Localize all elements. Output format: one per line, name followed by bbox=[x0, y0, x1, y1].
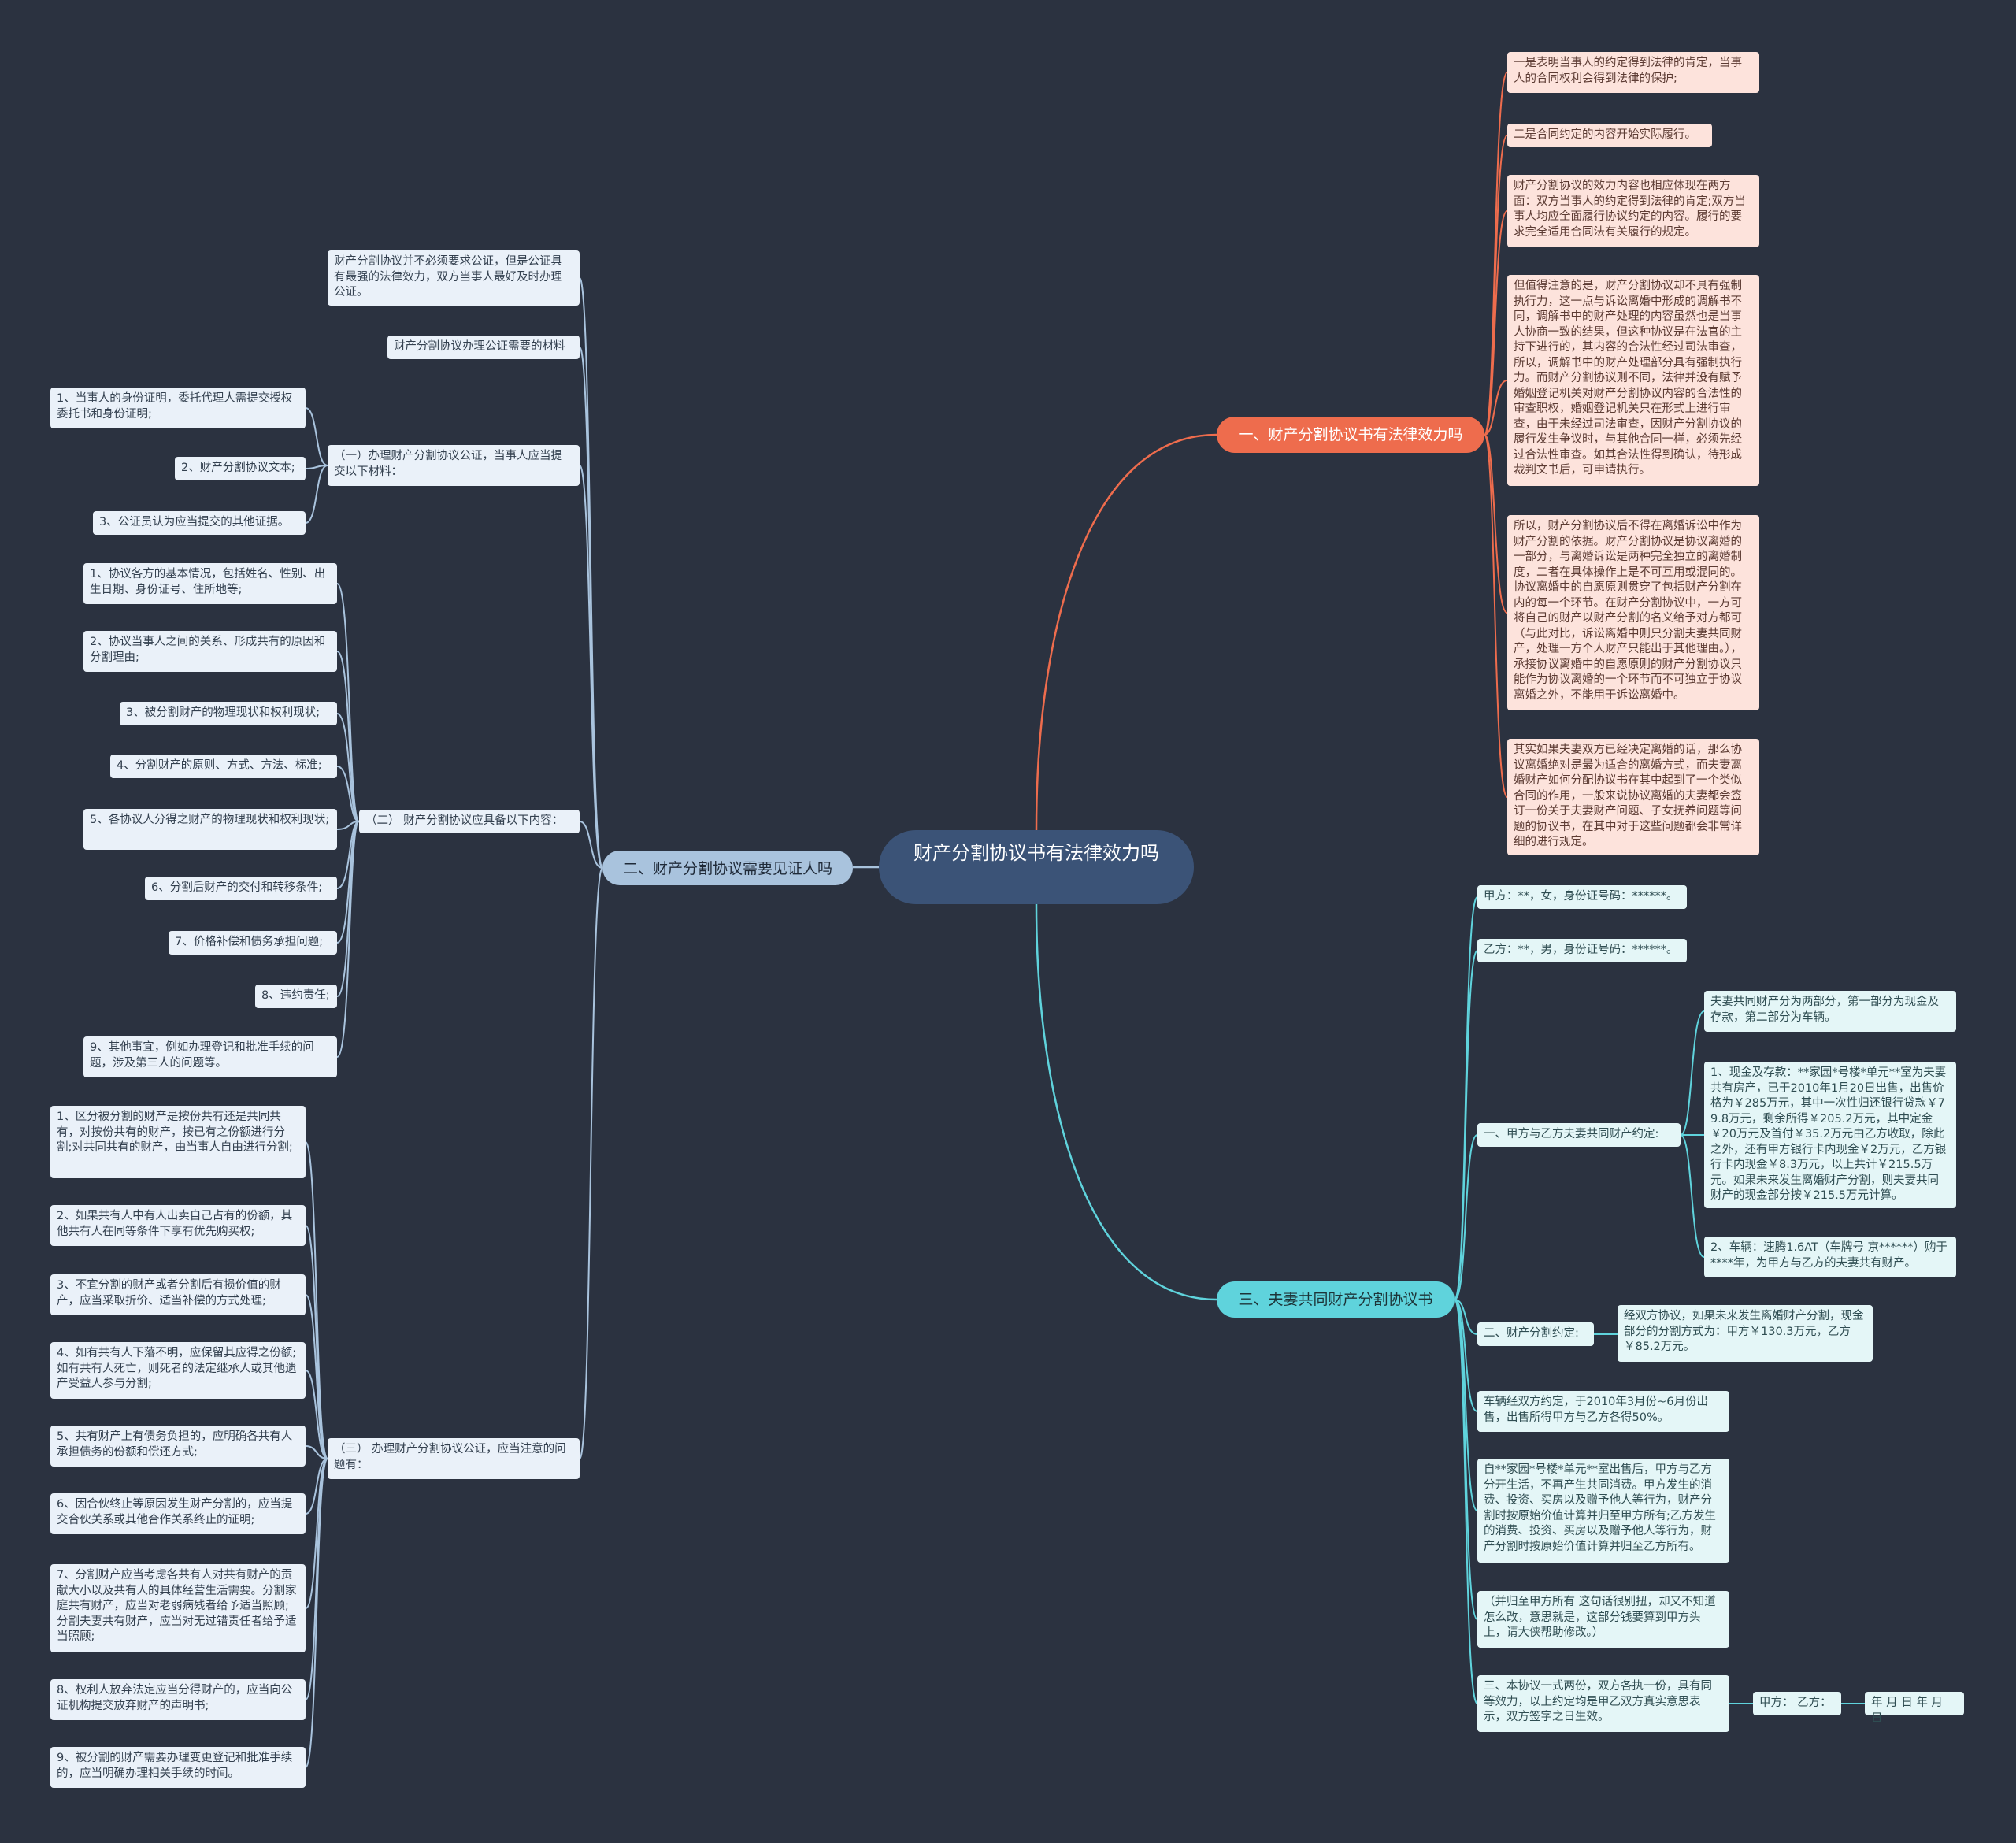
b3-agree-1[interactable]: 一、甲方与乙方夫妻共同财产约定: bbox=[1477, 1123, 1681, 1147]
b2-sub3-item-4[interactable]: 4、如有共有人下落不明，应保留其应得之份额;如有共有人死亡，则死者的法定继承人或… bbox=[50, 1342, 306, 1399]
b2-sub2-item-7[interactable]: 7、价格补偿和债务承担问题; bbox=[169, 931, 337, 955]
connector bbox=[305, 1294, 328, 1459]
root-topic[interactable]: 财产分割协议书有法律效力吗 bbox=[879, 830, 1194, 904]
b3-agree2-detail[interactable]: 经双方协议，如果未来发生离婚财产分割，现金部分的分割方式为：甲方￥130.3万元… bbox=[1618, 1305, 1873, 1362]
connector bbox=[305, 465, 328, 524]
b2-sub2-item-9[interactable]: 9、其他事宜，例如办理登记和批准手续的问题，涉及第三人的问题等。 bbox=[83, 1036, 337, 1077]
connector bbox=[1454, 1299, 1478, 1511]
b1-leaf-1[interactable]: 一是表明当事人的约定得到法律的肯定，当事人的合同权利会得到法律的保护; bbox=[1507, 52, 1759, 93]
b1-leaf-2[interactable]: 二是合同约定的内容开始实际履行。 bbox=[1507, 124, 1712, 147]
connector bbox=[305, 1458, 328, 1700]
branch-witness[interactable]: 二、财产分割协议需要见证人吗 bbox=[602, 851, 853, 885]
branch-agreement[interactable]: 三、夫妻共同财产分割协议书 bbox=[1217, 1281, 1455, 1318]
connector bbox=[305, 407, 328, 466]
connector bbox=[305, 1225, 328, 1459]
b3-agree-2[interactable]: 二、财产分割约定: bbox=[1477, 1322, 1594, 1346]
b3-note[interactable]: （并归至甲方所有 这句话很别扭，却又不知道怎么改，意思就是，这部分钱要算到甲方头… bbox=[1477, 1591, 1729, 1648]
branch-legal-effect[interactable]: 一、财产分割协议书有法律效力吗 bbox=[1217, 417, 1484, 453]
b2-top-1[interactable]: 财产分割协议并不必须要求公证，但是公证具有最强的法律效力，双方当事人最好及时办理… bbox=[328, 250, 580, 306]
connector bbox=[1454, 1299, 1478, 1620]
b2-sub3-item-5[interactable]: 5、共有财产上有债务负担的，应明确各共有人承担债务的份额和偿还方式; bbox=[50, 1426, 306, 1467]
b2-sub2-item-8[interactable]: 8、违约责任; bbox=[255, 985, 337, 1008]
b2-sub1-item-3[interactable]: 3、公证员认为应当提交的其他证据。 bbox=[93, 511, 306, 535]
b2-sub-2[interactable]: （二） 财产分割协议应具备以下内容： bbox=[359, 810, 580, 833]
b2-sub1-item-2[interactable]: 2、财产分割协议文本; bbox=[175, 457, 306, 480]
connector bbox=[579, 867, 603, 1459]
connector bbox=[579, 347, 603, 869]
b1-leaf-4[interactable]: 但值得注意的是，财产分割协议却不具有强制执行力，这一点与诉讼离婚中形成的调解书不… bbox=[1507, 275, 1759, 486]
connector bbox=[1680, 1134, 1705, 1258]
connector bbox=[1035, 433, 1217, 831]
b1-leaf-5[interactable]: 所以，财产分割协议后不得在离婚诉讼中作为财产分割的依据。财产分割协议是协议离婚的… bbox=[1507, 515, 1759, 710]
b2-sub3-item-9[interactable]: 9、被分割的财产需要办理变更登记和批准手续的，应当明确办理相关手续的时间。 bbox=[50, 1747, 306, 1788]
connector bbox=[1484, 135, 1508, 436]
b2-sub2-item-4[interactable]: 4、分割财产的原则、方式、方法、标准; bbox=[110, 755, 337, 778]
connector bbox=[336, 766, 360, 822]
b3-date[interactable]: 年 月 日 年 月 日 bbox=[1865, 1692, 1964, 1725]
connector bbox=[305, 1445, 328, 1459]
b2-sub3-item-1[interactable]: 1、区分被分割的财产是按份共有还是共同共有，对按份共有的财产，按已有之份额进行分… bbox=[50, 1106, 306, 1178]
b3-agree1-item-2[interactable]: 1、现金及存款：**家园*号楼*单元**室为夫妻共有房产，已于2010年1月20… bbox=[1704, 1062, 1956, 1208]
connector bbox=[1454, 1299, 1478, 1704]
b3-agree1-item-3[interactable]: 2、车辆：速腾1.6AT（车牌号 京******）购于****年，为甲方与乙方的… bbox=[1704, 1237, 1956, 1277]
connector bbox=[1484, 380, 1508, 436]
connector bbox=[336, 713, 360, 822]
b2-sub2-item-3[interactable]: 3、被分割财产的物理现状和权利现状; bbox=[120, 702, 337, 725]
connector bbox=[336, 821, 360, 1058]
b3-copies[interactable]: 三、本协议一式两份，双方各执一份，具有同等效力，以上约定均是甲乙双方真实意思表示… bbox=[1477, 1675, 1729, 1732]
b2-sub3-item-8[interactable]: 8、权利人放弃法定应当分得财产的，应当向公证机构提交放弃财产的声明书; bbox=[50, 1679, 306, 1720]
b2-sub3-item-2[interactable]: 2、如果共有人中有人出卖自己占有的份额，其他共有人在同等条件下享有优先购买权; bbox=[50, 1205, 306, 1246]
root-title: 财产分割协议书有法律效力吗 bbox=[914, 842, 1159, 864]
connector bbox=[305, 1458, 328, 1515]
b2-sub-1[interactable]: （一）办理财产分割协议公证，当事人应当提交以下材料： bbox=[328, 445, 580, 486]
b2-sub-3[interactable]: （三） 办理财产分割协议公证，应当注意的问题有： bbox=[328, 1438, 580, 1479]
b2-sub3-item-7[interactable]: 7、分割财产应当考虑各共有人对共有财产的贡献大小以及共有人的具体经营生活需要。分… bbox=[50, 1564, 306, 1652]
connector bbox=[1454, 1299, 1478, 1412]
b2-sub3-item-6[interactable]: 6、因合伙终止等原因发生财产分割的，应当提交合伙关系或其他合作关系终止的证明; bbox=[50, 1493, 306, 1534]
connector bbox=[305, 1458, 328, 1609]
connector bbox=[1454, 1299, 1478, 1335]
b1-leaf-6[interactable]: 其实如果夫妻双方已经决定离婚的话，那么协议离婚绝对是最为适合的离婚方式，而夫妻离… bbox=[1507, 739, 1759, 855]
connector bbox=[305, 1458, 328, 1768]
connector bbox=[1680, 1010, 1705, 1136]
b3-car[interactable]: 车辆经双方约定，于2010年3月份~6月份出售，出售所得甲方与乙方各得50%。 bbox=[1477, 1391, 1729, 1432]
b3-sign[interactable]: 甲方： 乙方： bbox=[1753, 1692, 1841, 1715]
connector bbox=[1035, 903, 1217, 1301]
connector bbox=[579, 821, 603, 869]
b3-house[interactable]: 自**家园*号楼*单元**室出售后，甲方与乙方分开生活，不再产生共同消费。甲方发… bbox=[1477, 1459, 1729, 1563]
connector bbox=[1484, 434, 1508, 798]
connector bbox=[1484, 210, 1508, 436]
b2-sub2-item-2[interactable]: 2、协议当事人之间的关系、形成共有的原因和分割理由; bbox=[83, 631, 337, 672]
connector bbox=[1484, 434, 1508, 614]
b2-sub3-item-3[interactable]: 3、不宜分割的财产或者分割后有损价值的财产，应当采取折价、适当补偿的方式处理; bbox=[50, 1274, 306, 1315]
b2-sub1-item-1[interactable]: 1、当事人的身份证明，委托代理人需提交授权委托书和身份证明; bbox=[50, 388, 306, 428]
b1-leaf-3[interactable]: 财产分割协议的效力内容也相应体现在两方面：双方当事人的约定得到法律的肯定;双方当… bbox=[1507, 175, 1759, 247]
b3-party-a[interactable]: 甲方：**，女，身份证号码：******。 bbox=[1477, 885, 1687, 909]
connector bbox=[1454, 1134, 1478, 1300]
b2-top-2[interactable]: 财产分割协议办理公证需要的材料 bbox=[387, 336, 580, 359]
connector bbox=[579, 465, 603, 869]
b2-sub2-item-6[interactable]: 6、分割后财产的交付和转移条件; bbox=[145, 877, 337, 900]
b3-agree1-item-1[interactable]: 夫妻共同财产分为两部分，第一部分为现金及存款，第二部分为车辆。 bbox=[1704, 991, 1956, 1032]
connector bbox=[305, 1370, 328, 1459]
b2-sub2-item-5[interactable]: 5、各协议人分得之财产的物理现状和权利现状; bbox=[83, 809, 337, 850]
connector bbox=[1454, 950, 1478, 1300]
b2-sub2-item-1[interactable]: 1、协议各方的基本情况，包括姓名、性别、出生日期、身份证号、住所地等; bbox=[83, 563, 337, 604]
b3-party-b[interactable]: 乙方：**，男，身份证号码：******。 bbox=[1477, 939, 1687, 962]
